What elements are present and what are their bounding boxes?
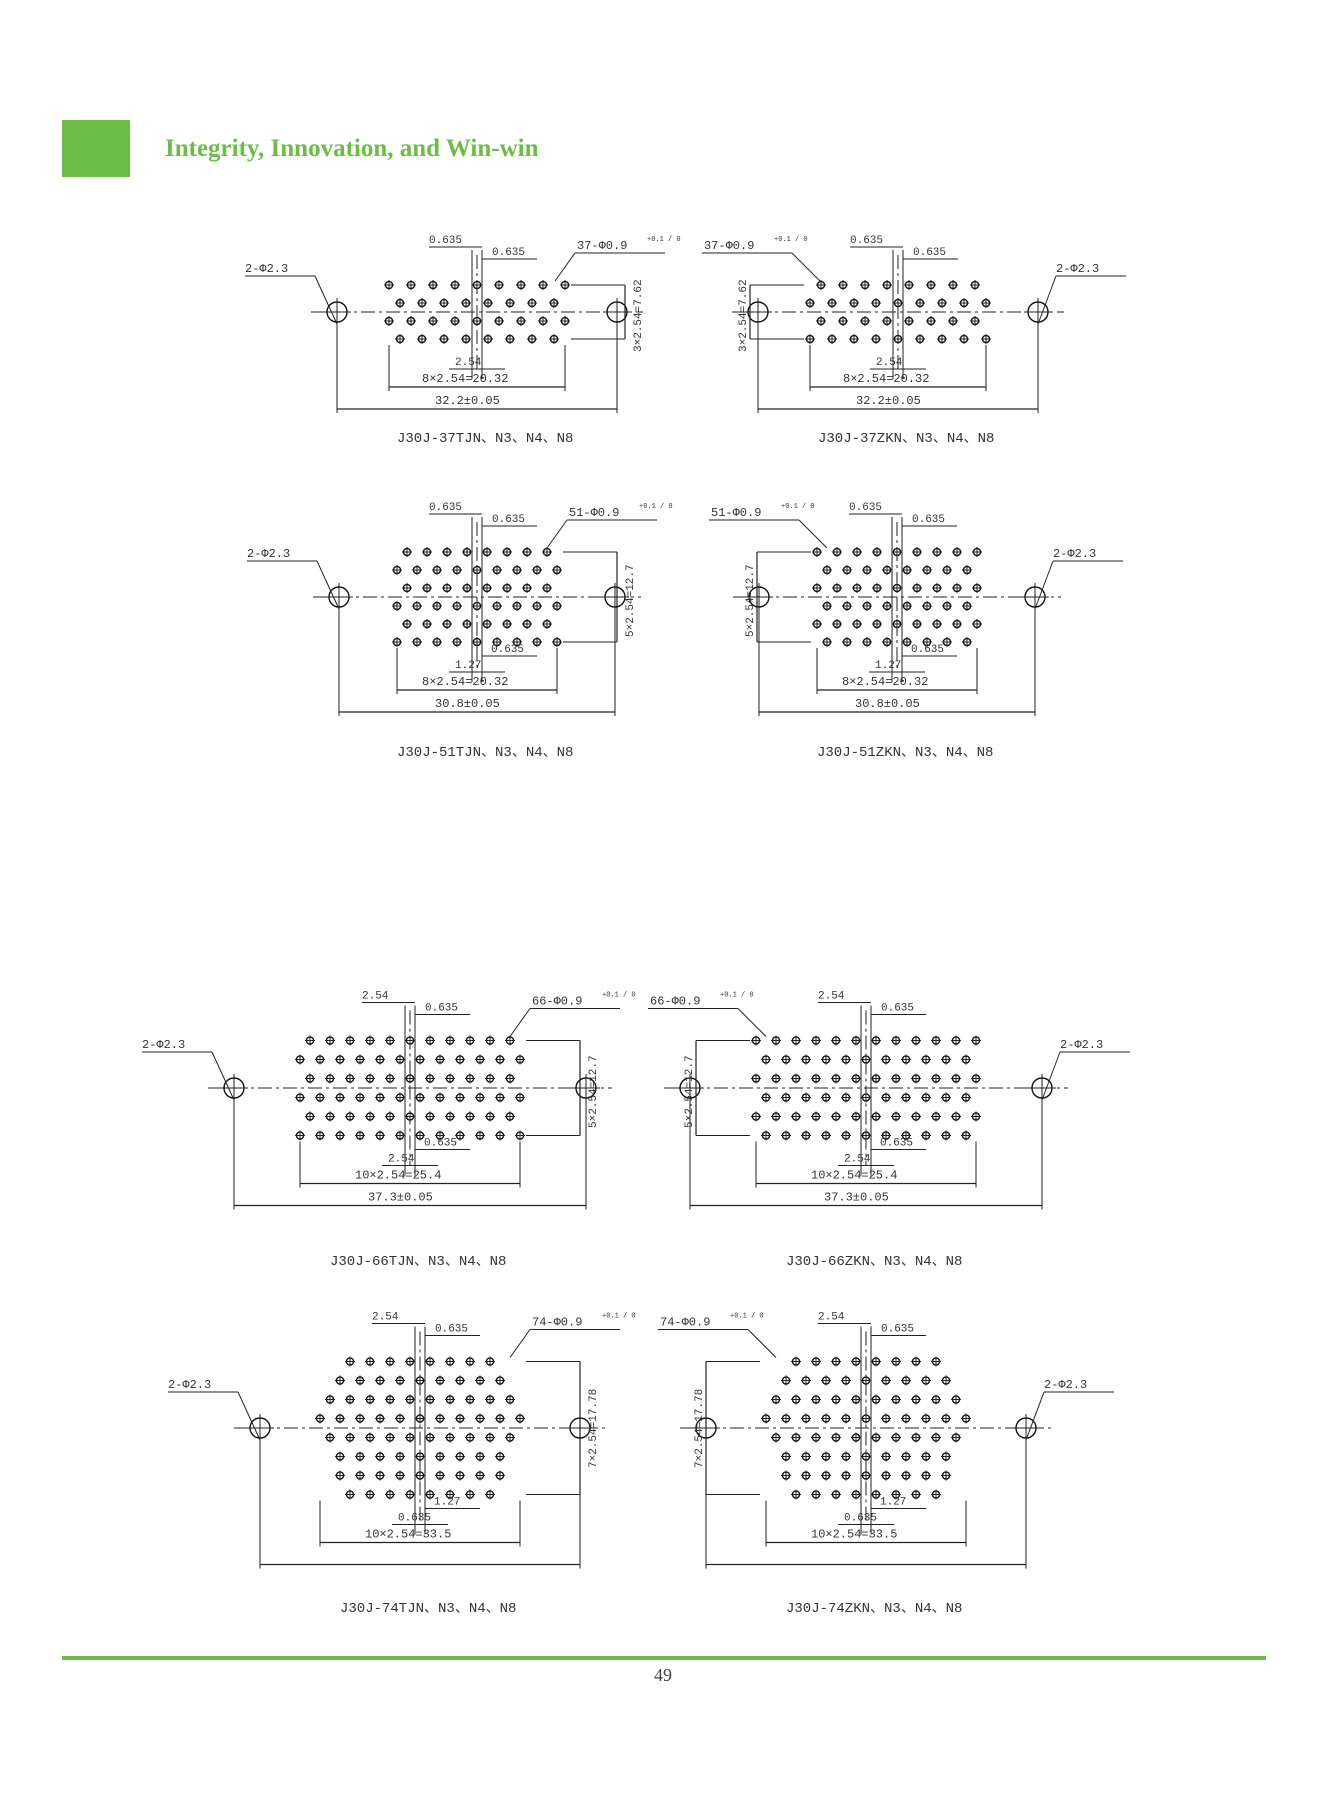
dim-overall-width: 30.8±0.05: [435, 697, 500, 711]
dim-pin-pitch: 8×2.54=20.32: [422, 675, 508, 689]
dim-small-b: 0.635: [435, 1324, 468, 1336]
contact-spec: 51-Φ0.9: [711, 506, 761, 520]
dim-small-d: 1.27: [434, 1497, 460, 1509]
dim-small-b: 0.635: [492, 514, 525, 526]
dim-small-d: 1.27: [880, 1497, 906, 1509]
dim-small-c: 2.54: [844, 1154, 871, 1166]
dim-small-c: 1.27: [455, 660, 481, 672]
dim-small-c: 0.635: [844, 1513, 877, 1525]
dim-small-b: 0.635: [425, 1003, 458, 1015]
contact-spec: 66-Φ0.9: [650, 995, 700, 1009]
tolerance: +0.1 / 0: [647, 236, 681, 244]
contact-spec: 37-Φ0.9: [704, 239, 754, 253]
dim-height: 3×2.54=7.62: [738, 279, 750, 352]
mount-hole-spec: 2-Φ2.3: [1056, 262, 1099, 276]
dim-pin-pitch: 10×2.54=33.5: [811, 1528, 897, 1542]
dim-pin-pitch: 8×2.54=20.32: [422, 372, 508, 386]
dim-small-a: 2.54: [372, 1312, 399, 1324]
mount-hole-spec: 2-Φ2.3: [247, 547, 290, 561]
drawing-37zkn: 32.2±0.05 8×2.54=20.32 2.54 0.635 0.635 3×2.5…: [702, 235, 1126, 447]
mount-hole-spec: 2-Φ2.3: [245, 262, 288, 276]
tolerance: +0.1 / 0: [720, 992, 754, 1000]
dim-small-a: 0.635: [850, 235, 883, 247]
drawing-caption: J30J-37ZKN、N3、N4、N8: [818, 431, 994, 447]
mount-hole-spec: 2-Φ2.3: [1060, 1038, 1103, 1052]
dim-height: 5×2.54=12.7: [588, 1055, 600, 1128]
dim-small-b: 0.635: [881, 1003, 914, 1015]
contact-spec: 74-Φ0.9: [532, 1316, 582, 1330]
dim-pin-pitch: 10×2.54=25.4: [355, 1169, 441, 1183]
mount-hole-spec: 2-Φ2.3: [142, 1038, 185, 1052]
dim-small-c: 2.54: [388, 1154, 415, 1166]
mount-hole-spec: 2-Φ2.3: [168, 1378, 211, 1392]
dim-small-a: 2.54: [362, 991, 389, 1003]
drawing-74tjn: 10×2.54=33.50.6352.540.6351.277×2.54=17.…: [168, 1312, 636, 1617]
dim-height: 3×2.54=7.62: [633, 279, 645, 352]
drawing-caption: J30J-51TJN、N3、N4、N8: [397, 745, 573, 761]
header-accent-square: [62, 120, 130, 177]
dim-small-d: 0.635: [491, 644, 524, 656]
dim-small-d: 0.635: [424, 1138, 457, 1150]
dim-overall-width: 37.3±0.05: [368, 1191, 433, 1205]
drawing-66zkn: 37.3±0.05 10×2.54=25.4 2.54 2.54 0.635 0.635 5…: [648, 991, 1130, 1270]
dim-small-b: 0.635: [881, 1324, 914, 1336]
header-slogan: Integrity, Innovation, and Win-win: [165, 135, 539, 162]
tolerance: +0.1 / 0: [639, 503, 673, 511]
drawing-51zkn: 30.8±0.05 8×2.54=20.32 1.27 0.635 0.635 0.635…: [709, 502, 1123, 761]
contact-spec: 37-Φ0.9: [577, 239, 627, 253]
dim-small-c: 1.27: [875, 660, 901, 672]
tolerance: +0.1 / 0: [602, 1313, 636, 1321]
mount-hole-spec: 2-Φ2.3: [1053, 547, 1096, 561]
dim-small-c: 2.54: [455, 357, 482, 369]
dim-small-a: 0.635: [849, 502, 882, 514]
page-number: 49: [654, 1665, 672, 1685]
dim-small-d: 0.635: [911, 644, 944, 656]
tolerance: +0.1 / 0: [781, 503, 815, 511]
dim-small-b: 0.635: [912, 514, 945, 526]
dim-height: 7×2.54=17.78: [588, 1389, 600, 1468]
drawing-37tjn: 32.2±0.05 8×2.54=20.32 2.54 0.635 0.635 3×2.5…: [245, 235, 681, 447]
dim-height: 7×2.54=17.78: [694, 1389, 706, 1468]
footer-rule: [62, 1656, 1266, 1660]
drawing-caption: J30J-37TJN、N3、N4、N8: [397, 431, 573, 447]
dim-pin-pitch: 10×2.54=25.4: [811, 1169, 897, 1183]
drawing-caption: J30J-66ZKN、N3、N4、N8: [786, 1254, 962, 1270]
dim-small-a: 0.635: [429, 502, 462, 514]
tolerance: +0.1 / 0: [730, 1313, 764, 1321]
tolerance: +0.1 / 0: [602, 992, 636, 1000]
dim-small-c: 2.54: [876, 357, 903, 369]
drawing-caption: J30J-51ZKN、N3、N4、N8: [817, 745, 993, 761]
dim-height: 5×2.54=12.7: [684, 1055, 696, 1128]
dim-small-a: 2.54: [818, 1312, 845, 1324]
contact-spec: 51-Φ0.9: [569, 506, 619, 520]
drawing-caption: J30J-66TJN、N3、N4、N8: [330, 1254, 506, 1270]
dim-pin-pitch: 8×2.54=20.32: [843, 372, 929, 386]
drawing-51tjn: 30.8±0.05 8×2.54=20.32 1.27 0.635 0.635 0.635…: [247, 502, 673, 761]
dim-small-b: 0.635: [913, 247, 946, 259]
drawing-caption: J30J-74TJN、N3、N4、N8: [340, 1601, 516, 1617]
dim-overall-width: 30.8±0.05: [855, 697, 920, 711]
mount-hole-spec: 2-Φ2.3: [1044, 1378, 1087, 1392]
contact-spec: 66-Φ0.9: [532, 995, 582, 1009]
dim-overall-width: 32.2±0.05: [856, 394, 921, 408]
dim-small-c: 0.635: [398, 1513, 431, 1525]
dim-small-a: 2.54: [818, 991, 845, 1003]
dim-overall-width: 37.3±0.05: [824, 1191, 889, 1205]
dim-small-a: 0.635: [429, 235, 462, 247]
dim-small-d: 0.635: [880, 1138, 913, 1150]
dim-height: 5×2.54=12.7: [745, 564, 757, 637]
dim-overall-width: 32.2±0.05: [435, 394, 500, 408]
dim-small-b: 0.635: [492, 247, 525, 259]
contact-spec: 74-Φ0.9: [660, 1316, 710, 1330]
tolerance: +0.1 / 0: [774, 236, 808, 244]
dim-pin-pitch: 10×2.54=33.5: [365, 1528, 451, 1542]
drawing-66tjn: 37.3±0.05 10×2.54=25.4 2.54 2.54 0.635 0.635 5…: [142, 991, 636, 1270]
dim-pin-pitch: 8×2.54=20.32: [842, 675, 928, 689]
drawing-caption: J30J-74ZKN、N3、N4、N8: [786, 1601, 962, 1617]
dim-height: 5×2.54=12.7: [625, 564, 637, 637]
drawing-74zkn: 10×2.54=33.50.6352.540.6351.277×2.54=17.…: [658, 1312, 1114, 1617]
